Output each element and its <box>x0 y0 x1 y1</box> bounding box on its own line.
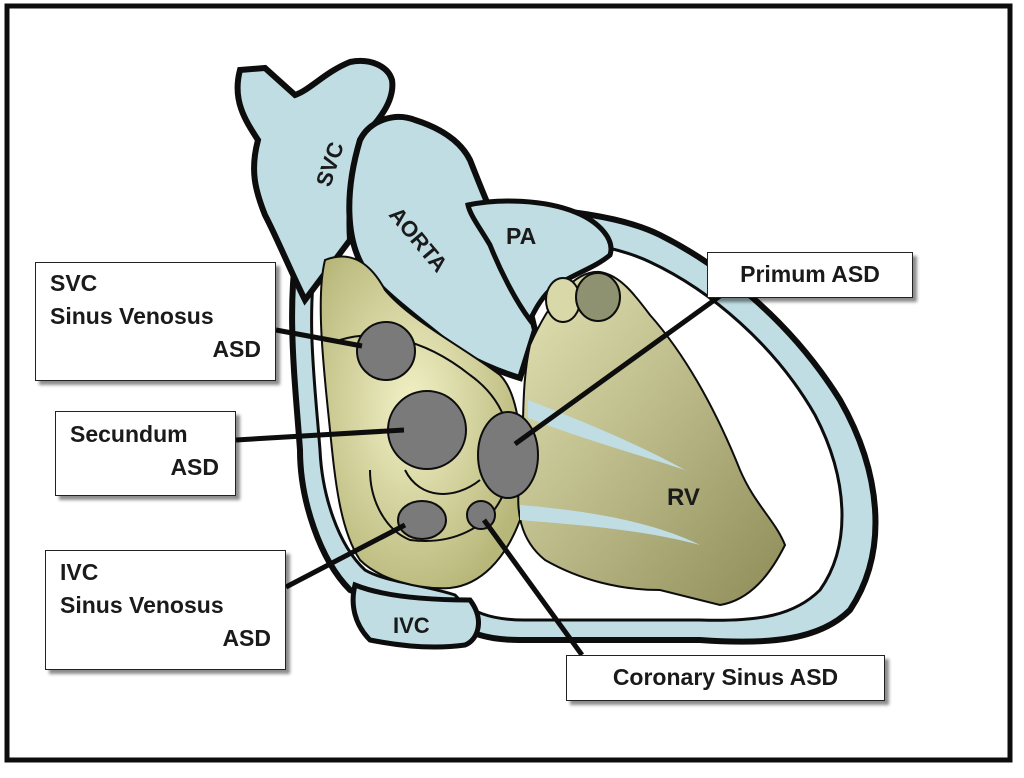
callout-secundum-line2: ASD <box>170 454 219 480</box>
callout-ivc-line2: Sinus Venosus <box>60 592 224 618</box>
ivc-label: IVC <box>393 613 430 638</box>
septum-inner-line <box>404 469 481 495</box>
callout-primum-line1: Primum ASD <box>740 261 880 287</box>
svc-sinus-venosus-defect <box>356 321 416 381</box>
rv-label: RV <box>667 484 700 511</box>
callout-svc-line2: Sinus Venosus <box>50 303 214 329</box>
callout-coronary-sinus: Coronary Sinus ASD <box>566 655 885 701</box>
leader-coronary-sinus <box>481 518 585 657</box>
ivc-vessel <box>350 581 481 650</box>
pa-label: PA <box>506 223 536 249</box>
callout-svc-line3: ASD <box>212 336 261 362</box>
primum-defect <box>477 411 539 499</box>
leader-primum <box>513 293 722 447</box>
callout-svc-sinus-venosus: SVC Sinus Venosus ASD <box>35 262 276 381</box>
coronary-sinus-defect <box>466 500 496 530</box>
callout-coronary-line1: Coronary Sinus ASD <box>612 664 839 690</box>
callout-svc-line1: SVC <box>50 270 98 296</box>
leader-secundum <box>235 427 405 443</box>
ivc-sinus-venosus-defect <box>397 500 447 540</box>
callout-ivc-line1: IVC <box>60 559 99 585</box>
rv-muscle-band-lower <box>520 505 700 545</box>
leader-svc-sinus-venosus <box>275 327 363 349</box>
valve-cusp-right <box>575 272 621 322</box>
leader-ivc-sinus-venosus <box>284 522 407 590</box>
rv-muscle-band-upper <box>528 400 685 470</box>
callout-ivc-sinus-venosus: IVC Sinus Venosus ASD <box>45 550 286 670</box>
valve-cusp-left <box>545 277 581 323</box>
callout-secundum: Secundum ASD <box>55 411 236 496</box>
callout-secundum-line1: Secundum <box>70 421 188 447</box>
callout-primum: Primum ASD <box>707 252 913 298</box>
callout-ivc-line3: ASD <box>222 625 271 651</box>
